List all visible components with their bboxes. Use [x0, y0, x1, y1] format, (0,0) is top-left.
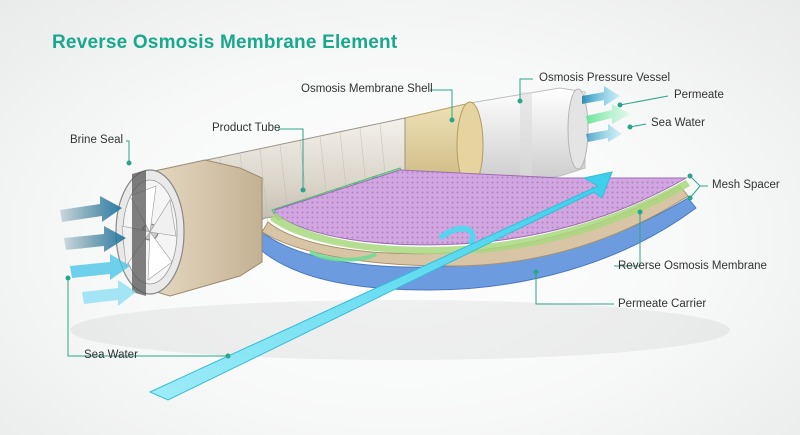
floor-shadow — [70, 300, 730, 360]
leader-mesh-spacer — [689, 175, 701, 199]
leader-lines — [67, 78, 708, 357]
permeate-flow-arc — [309, 250, 377, 262]
label-sea-water-bottom: Sea Water — [84, 349, 138, 361]
label-reverse-osmosis-membrane: Reverse Osmosis Membrane — [618, 260, 767, 272]
leader-osmosis-pressure-vessel — [519, 78, 533, 101]
mesh-spacer-edge — [270, 180, 690, 255]
label-mesh-spacer: Mesh Spacer — [712, 179, 780, 191]
diagram-title: Reverse Osmosis Membrane Element — [52, 32, 398, 53]
leader-permeate-carrier — [535, 272, 614, 305]
leader-product-tube — [278, 128, 304, 190]
leader-dots — [65, 98, 693, 359]
label-osmosis-membrane-shell: Osmosis Membrane Shell — [301, 83, 433, 95]
label-osmosis-pressure-vessel: Osmosis Pressure Vessel — [539, 72, 671, 84]
leader-osmosis-membrane-shell — [430, 89, 453, 120]
label-sea-water-top: Sea Water — [651, 117, 705, 129]
leader-brine-seal — [126, 140, 130, 163]
label-permeate-carrier: Permeate Carrier — [618, 298, 707, 310]
inflow-arrows — [60, 196, 136, 306]
label-permeate-top: Permeate — [674, 89, 724, 101]
label-brine-seal: Brine Seal — [70, 134, 124, 146]
outflow-arrows — [582, 86, 630, 142]
leader-sea-water-top — [629, 123, 647, 128]
pressure-vessel — [469, 87, 589, 189]
leader-ro-membrane — [614, 212, 641, 267]
permeate-carrier-layer — [254, 197, 697, 291]
flow-arc — [438, 225, 476, 246]
label-product-tube: Product Tube — [212, 122, 281, 134]
sea-water-flow-ribbon — [148, 171, 613, 401]
brine-seal-ring — [132, 170, 146, 296]
leader-sea-water-bottom — [67, 278, 228, 357]
leader-permeate-top — [619, 95, 669, 106]
ro-membrane-layer — [261, 185, 689, 267]
